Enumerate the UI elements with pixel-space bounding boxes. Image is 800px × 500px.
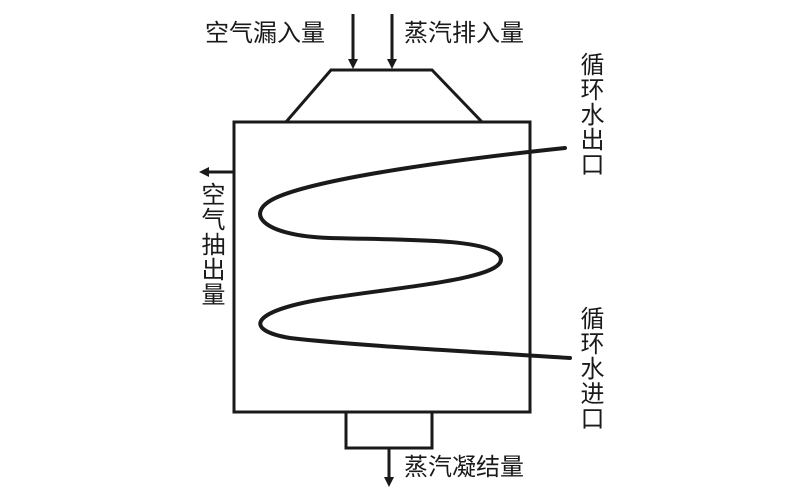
hotwell [344,412,434,450]
condenser-shell [232,120,532,414]
air-leak-in-label: 空气漏入量 [205,19,325,47]
cooling-coil [258,146,572,360]
condensate-out-label: 蒸汽凝结量 [404,453,524,481]
air-out-label: 空气抽出量 [197,182,225,307]
steam-inlet-hood [282,68,486,124]
cooling-water-in-label: 循环水进口 [576,306,604,431]
cooling-water-out-label: 循环水出口 [576,52,604,177]
steam-in-label: 蒸汽排入量 [404,19,524,47]
